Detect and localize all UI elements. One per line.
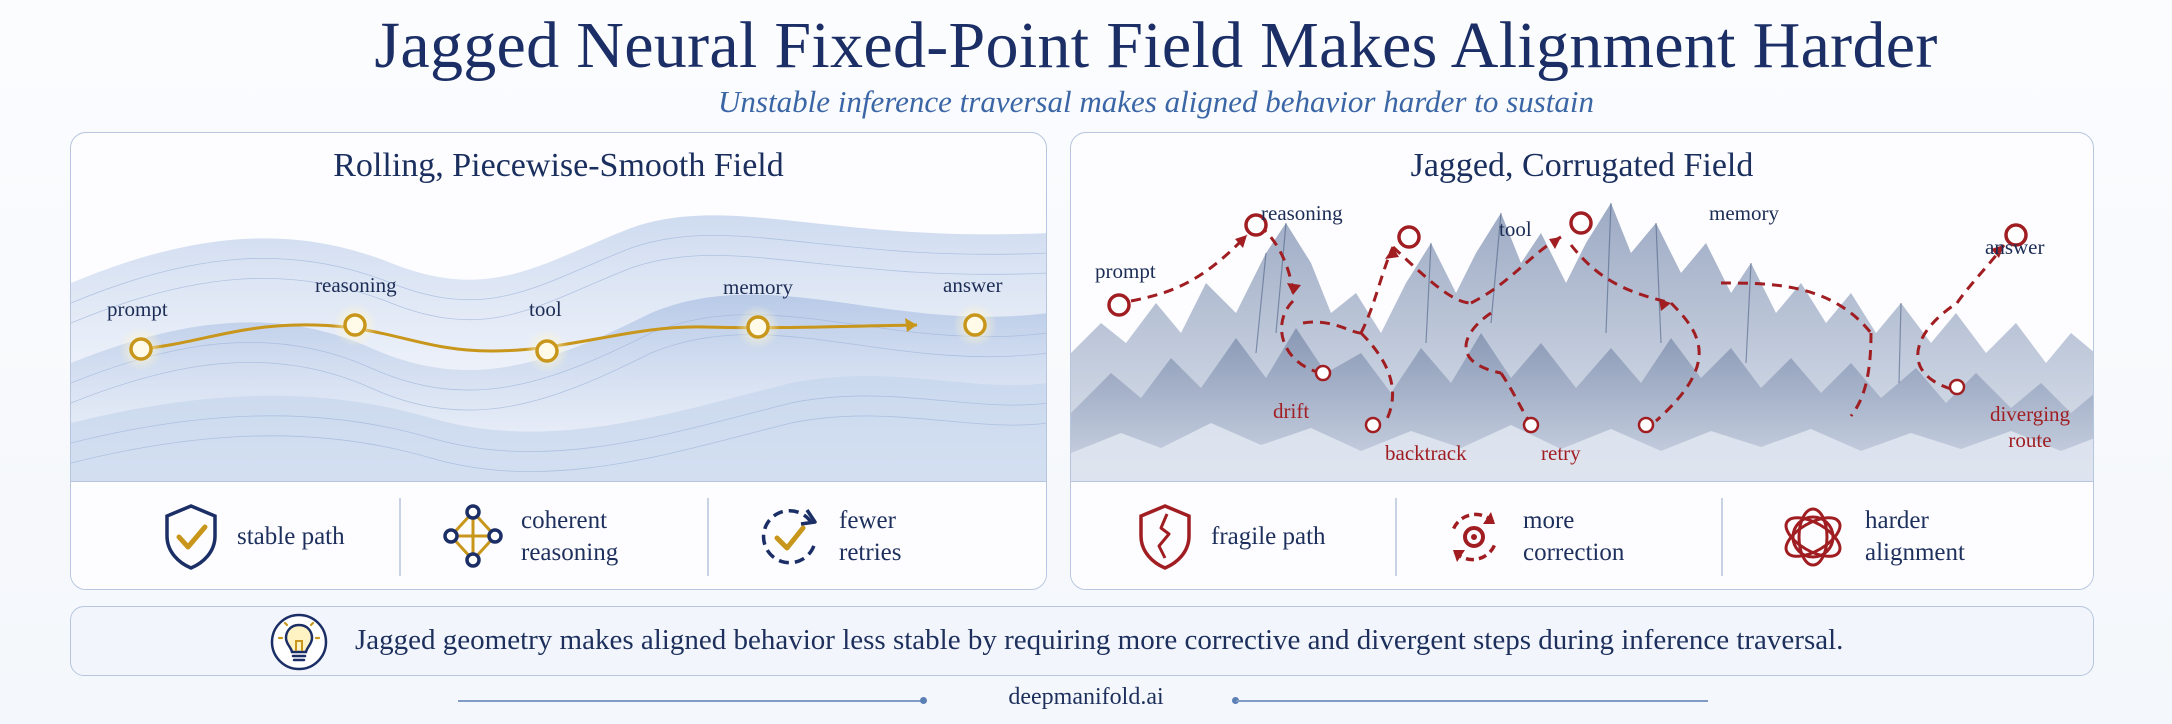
feature-stable-path-label: stable path xyxy=(237,523,345,550)
annotation-backtrack: backtrack xyxy=(1385,441,1467,465)
jagged-node-answer xyxy=(2004,223,2028,247)
network-graph-icon xyxy=(443,504,503,568)
cycle-arrows-icon xyxy=(1451,512,1497,562)
jagged-field-illustration xyxy=(1071,202,2093,483)
jagged-marker-backtrack xyxy=(1364,416,1382,434)
feature-more-correction-label: more correction xyxy=(1523,507,1625,566)
summary-banner: Jagged geometry makes aligned behavior l… xyxy=(70,606,2094,676)
smooth-label-answer: answer xyxy=(943,273,1003,297)
feature-fragile-path: fragile path xyxy=(1135,500,1326,574)
jagged-label-reasoning: reasoning xyxy=(1261,201,1343,225)
feature-divider xyxy=(707,498,709,576)
jagged-marker-retry xyxy=(1522,416,1540,434)
footer-line-left xyxy=(458,700,924,702)
feature-stable-path: stable path xyxy=(161,500,345,574)
feature-coherent-reasoning-label: coherent reasoning xyxy=(521,507,619,566)
jagged-label-tool: tool xyxy=(1499,217,1532,241)
jagged-marker-drift xyxy=(1314,364,1332,382)
smooth-node-reasoning xyxy=(343,313,367,337)
smooth-field-illustration xyxy=(71,215,1046,483)
annotation-retry: retry xyxy=(1541,441,1581,465)
feature-harder-alignment: harder alignment xyxy=(1777,500,1985,574)
footer-line-right xyxy=(1236,700,1708,702)
feature-divider xyxy=(399,498,401,576)
smooth-node-prompt xyxy=(129,337,153,361)
feature-fewer-retries-label: fewer retries xyxy=(839,507,902,566)
footer-dot-left xyxy=(920,697,927,704)
feature-harder-alignment-label: harder alignment xyxy=(1865,507,1965,566)
smooth-features: stable path coherent reasoning fewer ret… xyxy=(71,481,1046,589)
brand-footer: deepmanifold.ai xyxy=(1008,684,1164,710)
jagged-label-answer: answer xyxy=(1985,235,2045,259)
summary-text: Jagged geometry makes aligned behavior l… xyxy=(355,624,1844,656)
feature-fewer-retries: fewer retries xyxy=(757,500,929,574)
annotation-drift: drift xyxy=(1273,399,1310,423)
page-title: Jagged Neural Fixed-Point Field Makes Al… xyxy=(374,9,1938,82)
jagged-marker-diverge xyxy=(1637,416,1655,434)
footer-dot-right xyxy=(1232,697,1239,704)
feature-divider xyxy=(1721,498,1723,576)
jagged-field-panel: Jagged, Corrugated Field xyxy=(1070,132,2094,590)
jagged-node-tool xyxy=(1397,225,1421,249)
smooth-label-memory: memory xyxy=(723,275,793,299)
circular-check-icon xyxy=(761,508,817,565)
feature-fragile-path-label: fragile path xyxy=(1211,523,1326,550)
smooth-label-tool: tool xyxy=(529,297,562,321)
jagged-label-memory: memory xyxy=(1709,201,1779,225)
smooth-panel-title: Rolling, Piecewise-Smooth Field xyxy=(333,147,784,184)
feature-divider xyxy=(1395,498,1397,576)
lightbulb-icon xyxy=(270,613,328,671)
jagged-marker-route xyxy=(1948,378,1966,396)
jagged-node-reasoning xyxy=(1244,213,1268,237)
jagged-node-prompt xyxy=(1107,293,1131,317)
jagged-label-prompt: prompt xyxy=(1095,259,1156,283)
page-subtitle: Unstable inference traversal makes align… xyxy=(718,84,1594,119)
smooth-node-answer xyxy=(963,313,987,337)
smooth-field-panel: Rolling, Piecewise-Smooth Field xyxy=(70,132,1047,590)
smooth-node-tool xyxy=(535,339,559,363)
feature-coherent-reasoning: coherent reasoning xyxy=(441,500,651,574)
jagged-node-memory xyxy=(1569,211,1593,235)
feature-more-correction: more correction xyxy=(1441,500,1643,574)
smooth-node-memory xyxy=(746,315,770,339)
jagged-features: fragile path more correction xyxy=(1071,481,2093,589)
shield-check-icon xyxy=(165,504,217,570)
smooth-label-reasoning: reasoning xyxy=(315,273,397,297)
annotation-diverging-route: diverging route xyxy=(1989,402,2071,452)
smooth-label-prompt: prompt xyxy=(107,297,168,321)
tangled-knot-icon xyxy=(1784,507,1842,567)
jagged-panel-title: Jagged, Corrugated Field xyxy=(1410,147,1754,184)
cracked-shield-icon xyxy=(1139,504,1191,570)
